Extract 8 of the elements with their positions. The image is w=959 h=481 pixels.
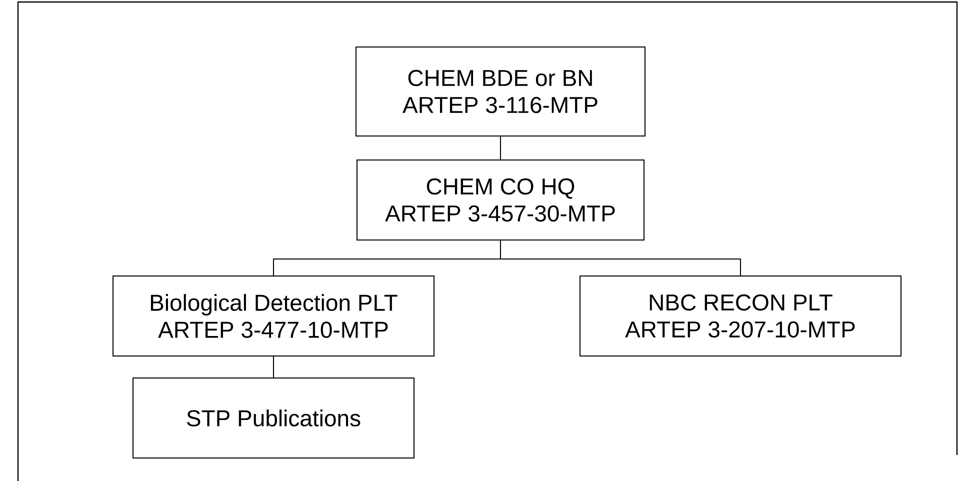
org-box: Biological Detection PLT ARTEP 3-477-10-MTP: [112, 276, 434, 356]
connector-line: [500, 240, 741, 276]
connector-line: [273, 356, 274, 378]
org-box: NBC RECON PLT ARTEP 3-207-10-MTP: [580, 276, 902, 356]
org-box: CHEM CO HQ ARTEP 3-457-30-MTP: [356, 160, 644, 240]
org-box: STP Publications: [132, 378, 414, 458]
connector-line: [500, 136, 501, 160]
org-box: CHEM BDE or BN ARTEP 3-116-MTP: [356, 46, 646, 136]
